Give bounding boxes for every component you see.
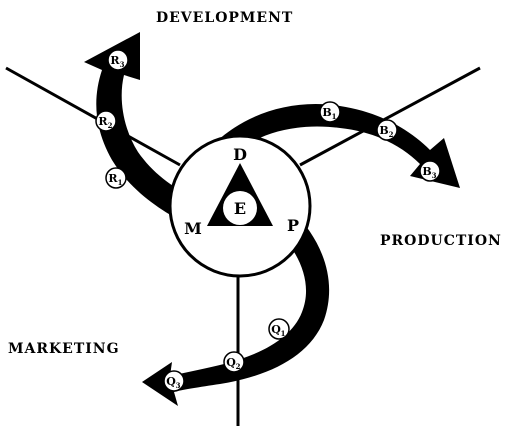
node-q3: Q 3 <box>163 370 185 392</box>
node-r1: R 1 <box>105 167 127 189</box>
svg-text:2: 2 <box>236 362 241 371</box>
core-label-top: D <box>233 145 247 164</box>
node-q1: Q 1 <box>268 318 290 340</box>
development-label: DEVELOPMENT <box>156 10 294 26</box>
svg-text:1: 1 <box>118 178 123 187</box>
core-label-center: E <box>234 199 246 218</box>
svg-text:Q: Q <box>271 323 281 336</box>
svg-text:R: R <box>98 115 108 128</box>
node-b3: B 3 <box>419 160 441 182</box>
svg-text:R: R <box>108 172 118 185</box>
marketing-label: MARKETING <box>8 341 120 357</box>
svg-text:Q: Q <box>166 375 176 388</box>
node-r3: R 3 <box>107 49 129 71</box>
core-inner-circle <box>223 191 257 225</box>
svg-text:3: 3 <box>120 60 125 69</box>
node-r2: R 2 <box>95 110 117 132</box>
svg-text:Q: Q <box>226 356 236 369</box>
node-b2: B 2 <box>376 119 398 141</box>
node-b1: B 1 <box>319 101 341 123</box>
production-label: PRODUCTION <box>380 233 502 249</box>
production-arrow <box>208 104 460 188</box>
marketing-arrow <box>142 210 330 406</box>
core-label-left: M <box>184 219 202 238</box>
svg-text:2: 2 <box>108 121 113 130</box>
svg-text:3: 3 <box>432 171 437 180</box>
svg-text:2: 2 <box>389 130 394 139</box>
svg-text:1: 1 <box>332 112 337 121</box>
divider-line-development-production <box>299 66 481 167</box>
development-arrow <box>84 32 196 222</box>
divider-line-development-marketing <box>5 66 181 167</box>
svg-text:3: 3 <box>176 381 181 390</box>
svg-text:R: R <box>110 54 120 67</box>
svg-text:1: 1 <box>281 329 286 338</box>
svg-text:B: B <box>379 124 388 137</box>
core-label-right: P <box>287 216 299 235</box>
node-q2: Q 2 <box>223 351 245 373</box>
svg-text:B: B <box>322 106 331 119</box>
svg-text:B: B <box>422 165 431 178</box>
